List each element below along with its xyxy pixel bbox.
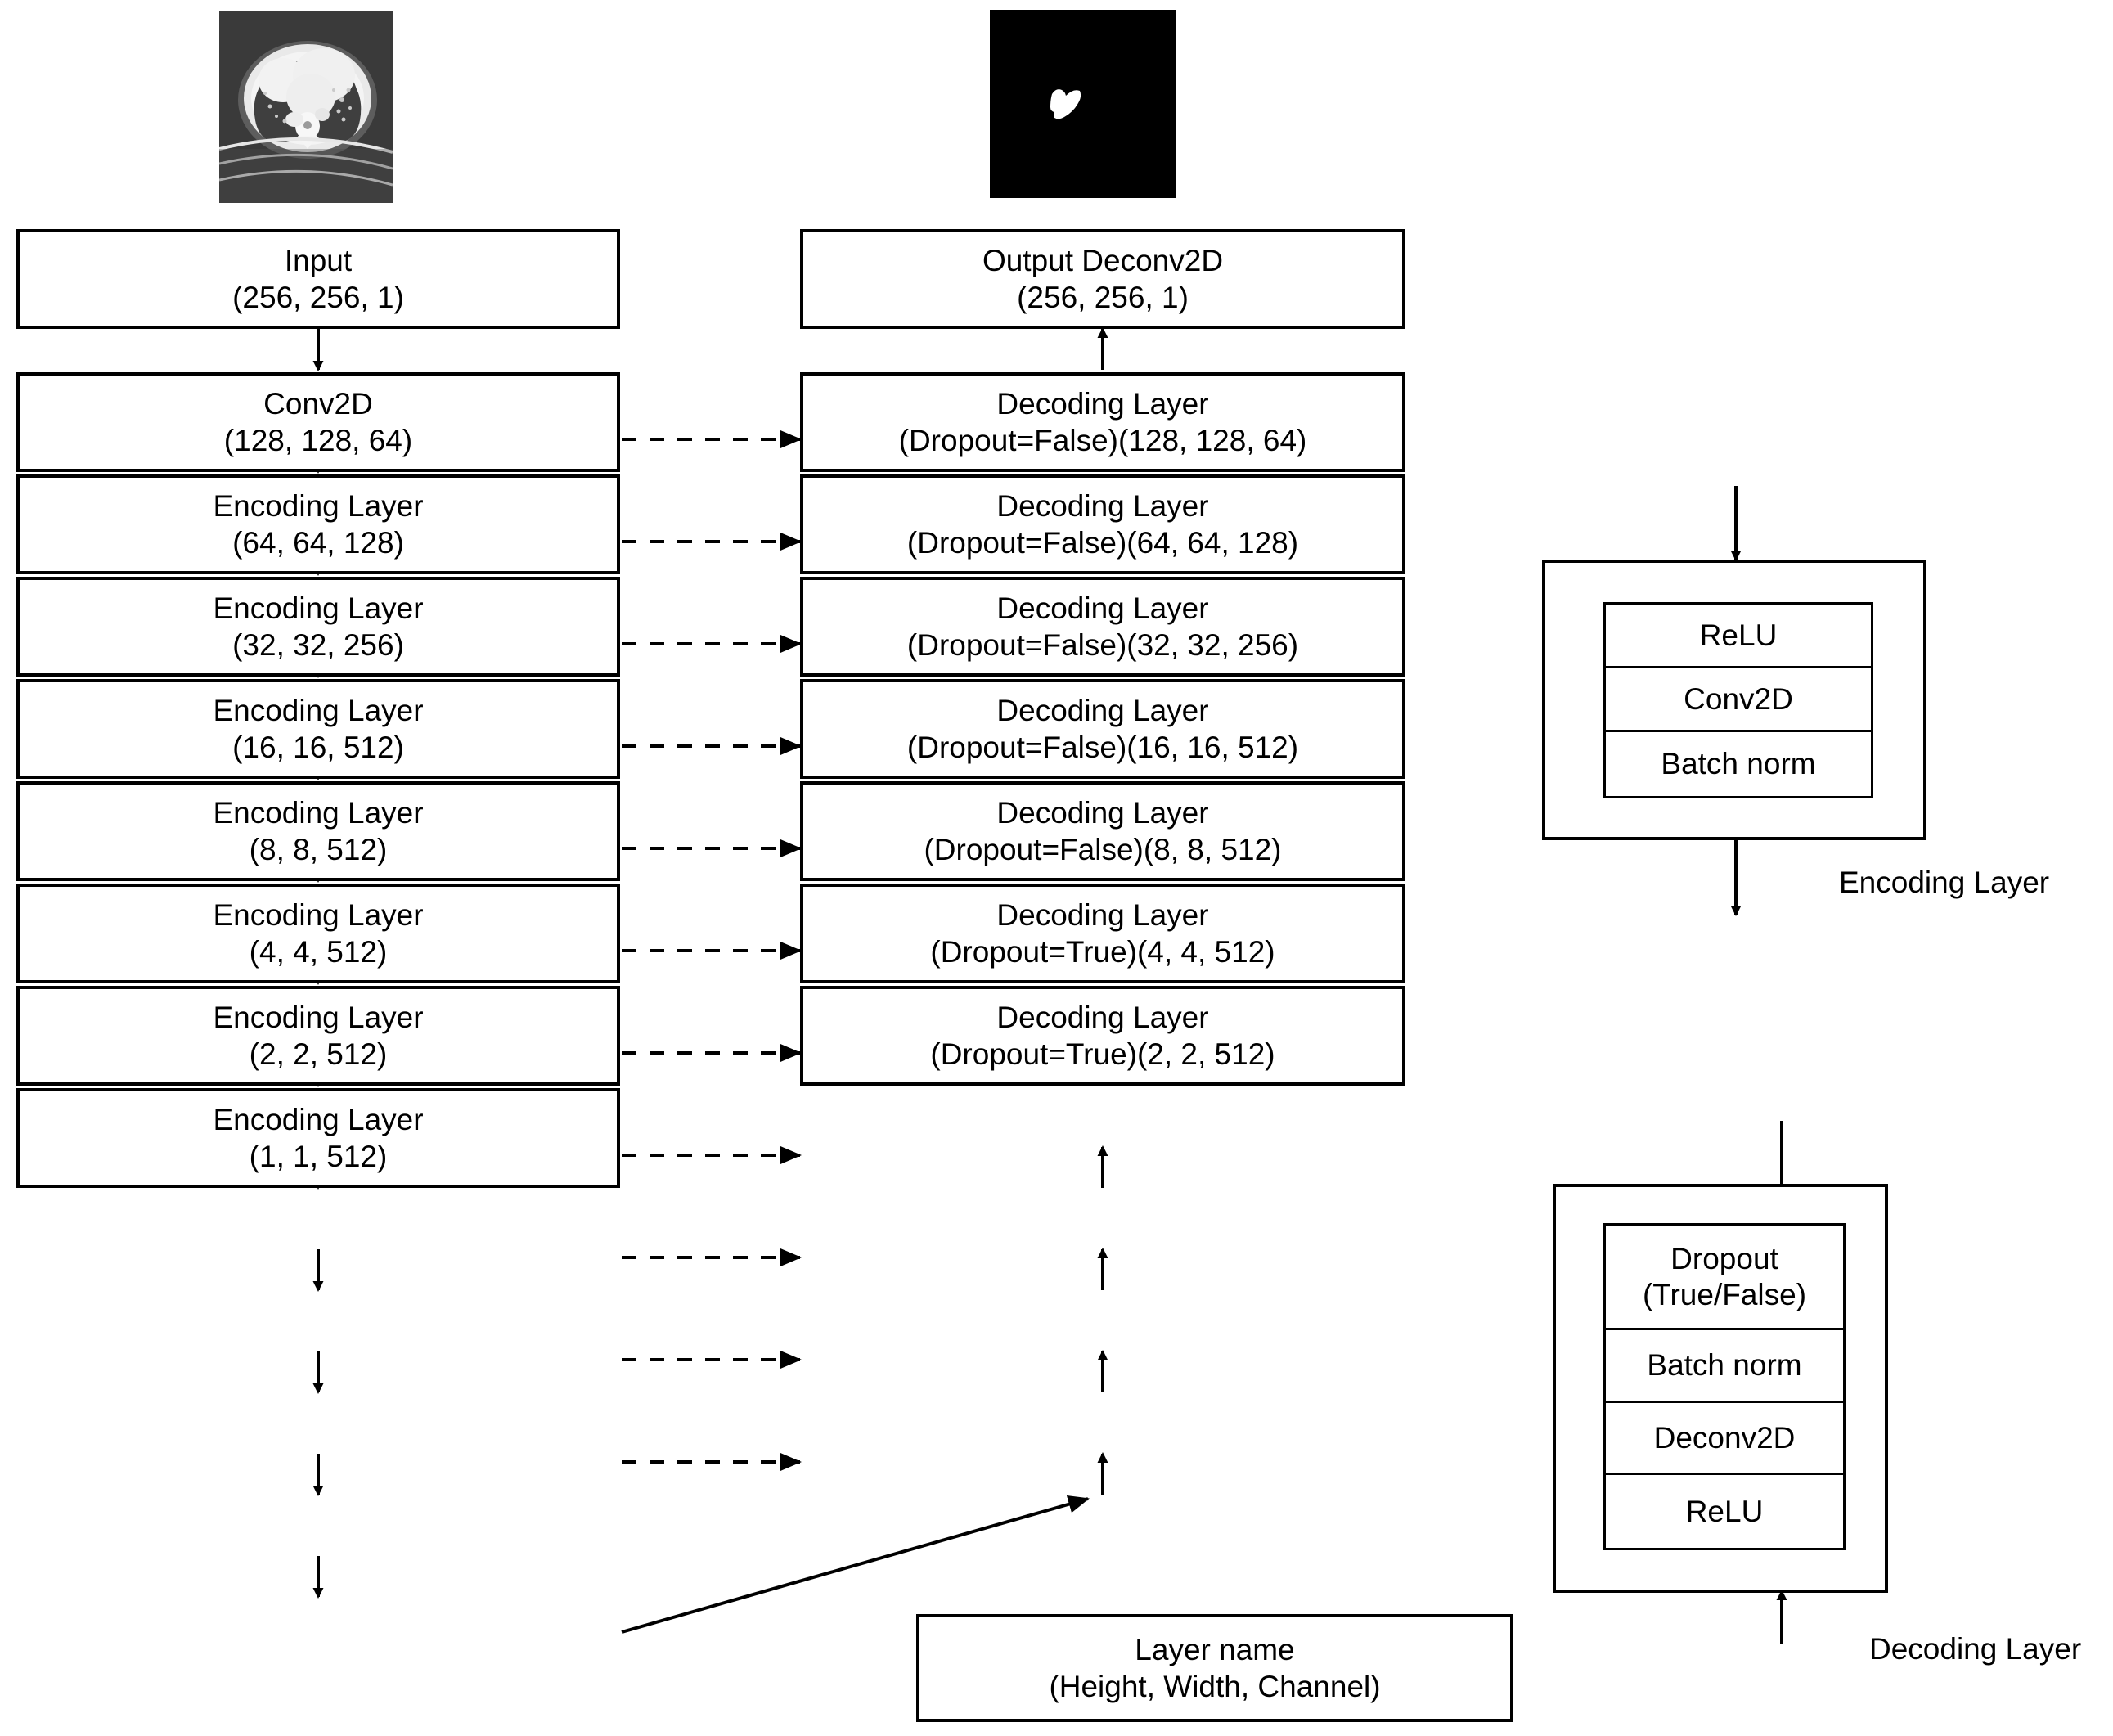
decoder-box-name: Decoding Layer [996,897,1209,932]
decoder-box-shape: (Dropout=False)(16, 16, 512) [906,731,1299,764]
encoder-box-enc-16[interactable]: Encoding Layer (16, 16, 512) [16,679,620,779]
encoding-legend-row-label: ReLU [1699,618,1778,652]
encoder-box-name: Conv2D [263,386,373,421]
encoder-box-input[interactable]: Input (256, 256, 1) [16,229,620,329]
encoder-box-enc-32[interactable]: Encoding Layer (32, 32, 256) [16,577,620,677]
encoding-legend-row-batchnorm: Batch norm [1606,732,1871,796]
decoding-legend-row-relu: ReLU [1606,1475,1843,1548]
decoder-box-name: Decoding Layer [996,591,1209,625]
encoder-box-enc-8[interactable]: Encoding Layer (8, 8, 512) [16,781,620,881]
decoder-box-name: Output Deconv2D [982,243,1224,277]
decoder-box-name: Decoding Layer [996,488,1209,523]
encoder-box-name: Encoding Layer [213,591,424,625]
bottleneck-arrow [621,1495,1090,1634]
decoder-box-dec-4[interactable]: Decoding Layer (Dropout=True)(4, 4, 512) [800,884,1405,983]
decoder-box-dec-32[interactable]: Decoding Layer (Dropout=False)(32, 32, 2… [800,577,1405,677]
legend-key-box: Layer name (Height, Width, Channel) [916,1614,1513,1722]
encoder-box-shape: (256, 256, 1) [232,281,404,314]
segmentation-mask-svg [990,10,1176,198]
encoding-legend-caption: Encoding Layer [1839,866,2050,899]
decoding-legend-row-label: Deconv2D [1653,1420,1796,1455]
decoding-legend-row-label: Dropout [1670,1241,1778,1275]
encoder-box-shape: (4, 4, 512) [249,935,388,969]
encoding-legend-inner-box: ReLU Conv2D Batch norm [1603,602,1873,798]
decoder-box-shape: (Dropout=False)(64, 64, 128) [906,526,1299,560]
encoder-box-name: Encoding Layer [213,897,424,932]
decoder-box-shape: (Dropout=False)(32, 32, 256) [906,628,1299,662]
ct-slice-thumbnail [219,11,393,203]
encoder-box-shape: (8, 8, 512) [249,833,388,866]
encoder-box-shape: (128, 128, 64) [223,424,413,457]
encoder-box-shape: (32, 32, 256) [232,628,404,662]
decoding-legend-row-label: ReLU [1685,1494,1764,1528]
encoder-box-name: Encoding Layer [213,1102,424,1136]
decoder-box-shape: (Dropout=True)(4, 4, 512) [930,935,1275,969]
ct-slice-svg [219,11,393,203]
encoder-box-enc-64[interactable]: Encoding Layer (64, 64, 128) [16,474,620,574]
decoder-box-shape: (Dropout=True)(2, 2, 512) [930,1037,1275,1071]
encoder-box-name: Encoding Layer [213,795,424,830]
decoding-legend-row-batchnorm: Batch norm [1606,1330,1843,1403]
decoder-box-output[interactable]: Output Deconv2D (256, 256, 1) [800,229,1405,329]
decoding-legend-row-label: Batch norm [1647,1348,1802,1383]
decoder-box-name: Decoding Layer [996,386,1209,421]
encoder-box-conv2d[interactable]: Conv2D (128, 128, 64) [16,372,620,472]
encoding-legend-row-conv2d: Conv2D [1606,668,1871,733]
encoder-box-enc-2[interactable]: Encoding Layer (2, 2, 512) [16,986,620,1086]
encoding-legend-row-relu: ReLU [1606,605,1871,669]
skip-connections [622,430,802,1471]
decoder-box-shape: (Dropout=False)(128, 128, 64) [898,424,1307,457]
encoder-box-name: Encoding Layer [213,693,424,727]
decoding-legend-inner-box: Dropout (True/False) Batch norm Deconv2D… [1603,1223,1846,1550]
encoder-box-enc-4[interactable]: Encoding Layer (4, 4, 512) [16,884,620,983]
decoder-box-dec-128[interactable]: Decoding Layer (Dropout=False)(128, 128,… [800,372,1405,472]
decoder-box-name: Decoding Layer [996,1000,1209,1034]
encoder-box-shape: (1, 1, 512) [249,1140,388,1173]
decoding-legend-row-dropout: Dropout (True/False) [1606,1226,1843,1331]
decoder-box-dec-8[interactable]: Decoding Layer (Dropout=False)(8, 8, 512… [800,781,1405,881]
segmentation-mask-thumbnail [990,10,1176,198]
decoder-box-shape: (Dropout=False)(8, 8, 512) [924,833,1282,866]
decoder-box-dec-64[interactable]: Decoding Layer (Dropout=False)(64, 64, 1… [800,474,1405,574]
encoding-legend-row-label: Conv2D [1684,681,1793,716]
legend-key-line2: (Height, Width, Channel) [1049,1670,1381,1703]
legend-key-line1: Layer name [1135,1632,1295,1666]
decoding-legend-row-sublabel: (True/False) [1642,1277,1807,1311]
encoding-legend-row-label: Batch norm [1661,747,1816,781]
encoder-box-name: Encoding Layer [213,1000,424,1034]
decoding-legend-row-deconv2d: Deconv2D [1606,1403,1843,1476]
encoder-box-enc-1[interactable]: Encoding Layer (1, 1, 512) [16,1088,620,1188]
encoder-box-name: Encoding Layer [213,488,424,523]
decoder-box-name: Decoding Layer [996,795,1209,830]
decoder-box-dec-16[interactable]: Decoding Layer (Dropout=False)(16, 16, 5… [800,679,1405,779]
encoder-box-shape: (64, 64, 128) [232,526,404,560]
encoder-box-shape: (2, 2, 512) [249,1037,388,1071]
decoder-box-shape: (256, 256, 1) [1017,281,1189,314]
decoder-box-name: Decoding Layer [996,693,1209,727]
decoder-box-dec-2[interactable]: Decoding Layer (Dropout=True)(2, 2, 512) [800,986,1405,1086]
decoding-legend-caption: Decoding Layer [1869,1632,2082,1666]
encoder-box-shape: (16, 16, 512) [232,731,404,764]
encoder-box-name: Input [284,243,353,277]
